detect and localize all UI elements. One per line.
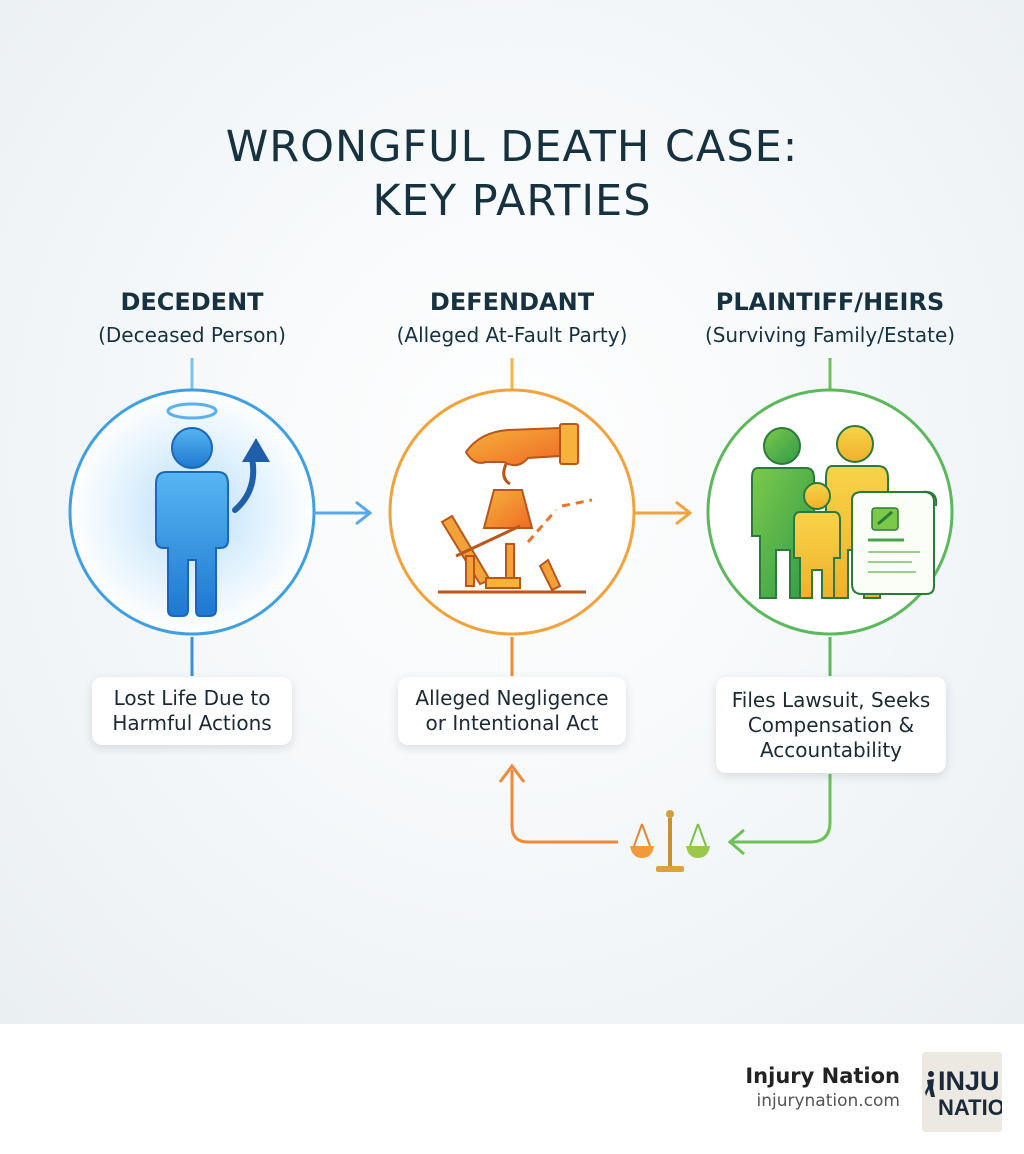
decedent-description: Lost Life Due to Harmful Actions	[112, 686, 272, 735]
arrow-decedent-to-defendant	[314, 500, 373, 526]
defendant-heading: DEFENDANT	[429, 288, 595, 316]
plaintiff-description: Files Lawsuit, Seeks Compensation & Acco…	[731, 687, 931, 762]
defendant-description-box: Alleged Negligence or Intentional Act	[398, 677, 626, 745]
scales-of-justice-icon	[630, 810, 710, 872]
decedent-description-box: Lost Life Due to Harmful Actions	[92, 677, 292, 745]
decedent-subheading: (Deceased Person)	[98, 323, 286, 347]
brand-url[interactable]: injurynation.com	[756, 1091, 900, 1111]
person-with-halo-icon	[155, 402, 270, 617]
brand-logo[interactable]: INJU NATIO	[922, 1052, 1002, 1132]
hand-dropping-weight-icon	[438, 423, 593, 594]
logo-figure-icon	[925, 1071, 935, 1097]
title-line-2: KEY PARTIES	[372, 176, 652, 226]
decedent-heading: DECEDENT	[120, 288, 264, 316]
family-with-legal-document-icon	[751, 425, 938, 599]
plaintiff-heading: PLAINTIFF/HEIRS	[715, 288, 945, 316]
logo-text-line-1: INJU	[938, 1066, 1000, 1096]
arrow-defendant-to-plaintiff	[634, 500, 693, 526]
flow-plaintiff-to-defendant	[498, 763, 832, 856]
logo-text-line-2: NATIO	[938, 1095, 1002, 1120]
plaintiff-subheading: (Surviving Family/Estate)	[704, 323, 956, 347]
footer	[0, 1024, 1024, 1154]
defendant-description: Alleged Negligence or Intentional Act	[415, 686, 609, 735]
title-line-1: WRONGFUL DEATH CASE:	[225, 122, 799, 172]
plaintiff-description-box: Files Lawsuit, Seeks Compensation & Acco…	[716, 677, 946, 773]
defendant-subheading: (Alleged At-Fault Party)	[396, 323, 628, 347]
brand-name[interactable]: Injury Nation	[745, 1064, 900, 1088]
key-parties-diagram	[68, 358, 954, 872]
